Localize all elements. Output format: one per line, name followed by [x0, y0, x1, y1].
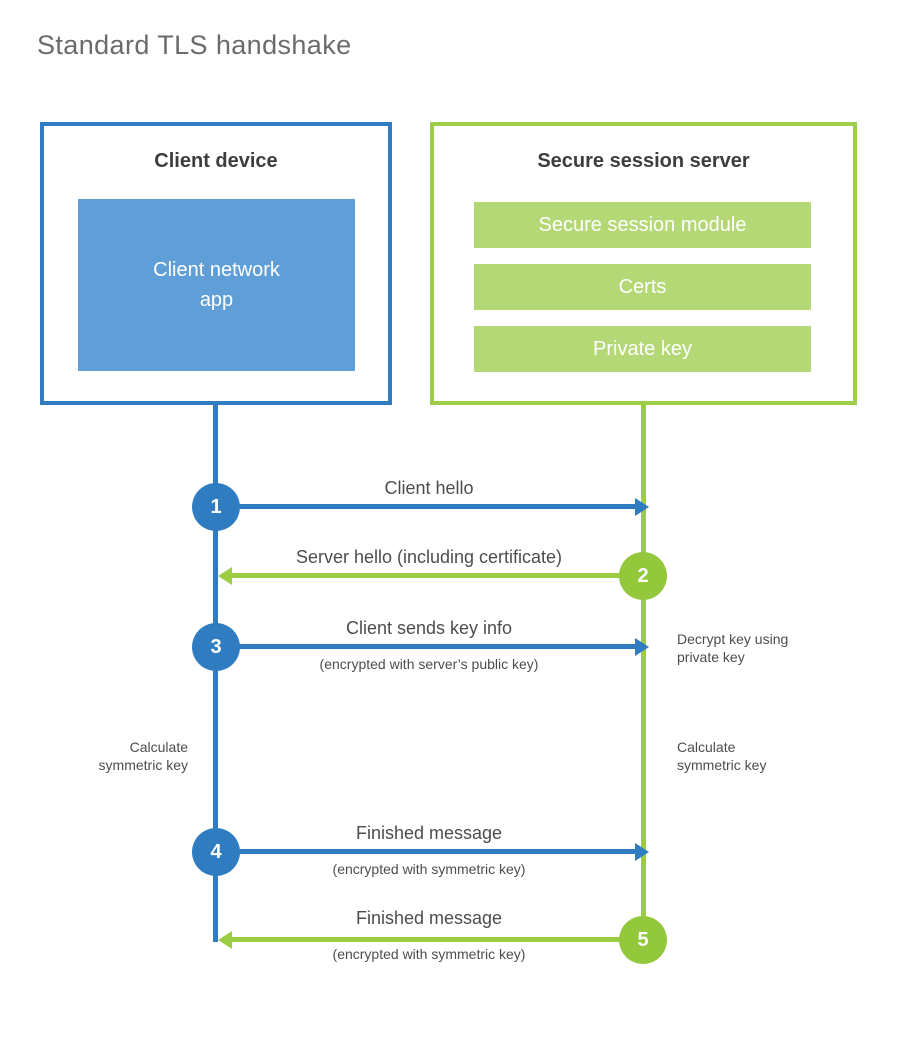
- arrowhead-left-icon: [218, 931, 232, 949]
- server-lifeline: [641, 404, 646, 944]
- arrowhead-right-icon: [635, 498, 649, 516]
- arrow-client-hello: [216, 504, 635, 509]
- step-circle-5: 5: [619, 916, 667, 964]
- client-network-app-module: Client network app: [78, 199, 355, 371]
- sublabel-encrypted-symmetric-key: (encrypted with symmetric key): [332, 946, 526, 962]
- certs-bar: Certs: [474, 264, 811, 310]
- arrowhead-left-icon: [218, 567, 232, 585]
- arrow-client-key-info: [216, 644, 635, 649]
- step-circle-2: 2: [619, 552, 667, 600]
- secure-session-server-title: Secure session server: [537, 150, 750, 172]
- arrow-finished-client: [216, 849, 635, 854]
- note-decrypt-key: Decrypt key using private key: [677, 631, 789, 665]
- arrow-server-hello: [232, 573, 643, 578]
- label-finished-server: Finished message: [355, 908, 503, 928]
- step-circle-4: 4: [192, 828, 240, 876]
- arrow-finished-server: [232, 937, 643, 942]
- label-server-hello: Server hello (including certificate): [295, 547, 563, 567]
- client-lifeline: [213, 404, 218, 942]
- label-client-hello: Client hello: [384, 478, 474, 498]
- label-client-key-info: Client sends key info: [345, 618, 513, 638]
- note-calculate-symmetric-key-client: Calculate symmetric key: [98, 739, 188, 773]
- step-circle-3: 3: [192, 623, 240, 671]
- step-circle-1: 1: [192, 483, 240, 531]
- arrowhead-right-icon: [635, 638, 649, 656]
- secure-session-server-box: Secure session server Secure session mod…: [430, 122, 857, 405]
- private-key-bar: Private key: [474, 326, 811, 372]
- label-finished-client: Finished message: [355, 823, 503, 843]
- page-title: Standard TLS handshake: [37, 30, 352, 60]
- sublabel-encrypted-symmetric-key: (encrypted with symmetric key): [332, 861, 526, 877]
- client-device-box: Client device Client network app: [40, 122, 392, 405]
- note-calculate-symmetric-key-server: Calculate symmetric key: [677, 739, 767, 773]
- arrowhead-right-icon: [635, 843, 649, 861]
- client-device-title: Client device: [154, 150, 278, 172]
- secure-session-module-bar: Secure session module: [474, 202, 811, 248]
- sublabel-encrypted-public-key: (encrypted with server’s public key): [319, 656, 539, 672]
